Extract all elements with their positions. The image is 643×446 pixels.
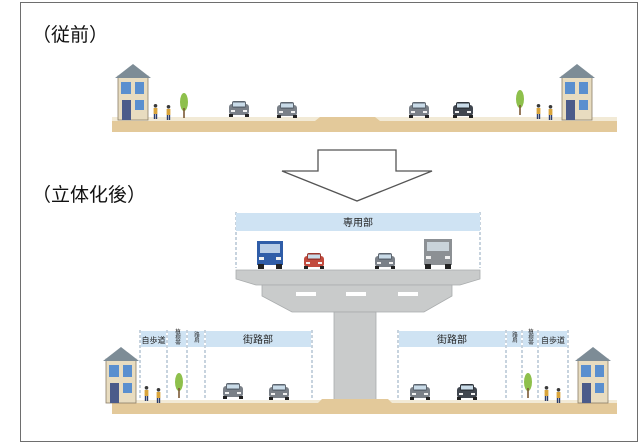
before-ground (112, 117, 617, 132)
after-label: （立体化後） (32, 184, 147, 206)
tree-icon (524, 373, 532, 398)
car-icon (453, 102, 473, 118)
planting-label-right: 植樹帯 (527, 328, 534, 347)
down-arrow-icon (281, 149, 433, 202)
before-section (112, 63, 617, 132)
car-icon (277, 102, 297, 118)
truck-icon (424, 239, 452, 269)
tree-icon (175, 373, 183, 398)
street-label-right: 街路部 (437, 333, 467, 346)
pedestrian-icon (144, 386, 149, 401)
viaduct-pier (333, 311, 377, 401)
shoulder-label-left: 路肩 (193, 330, 200, 344)
car-icon (304, 253, 324, 269)
planting-label-left: 植樹帯 (174, 328, 181, 347)
pedestrian-icon (153, 104, 158, 119)
before-label: （従前） (32, 24, 109, 46)
after-section: 専用部 自歩道 (102, 212, 617, 414)
exclusive-label: 専用部 (343, 216, 373, 229)
house-icon (574, 346, 612, 404)
sidewalk-label-right: 自歩道 (541, 335, 565, 345)
street-label-left: 街路部 (243, 333, 273, 346)
car-icon (223, 383, 243, 399)
truck-icon (257, 241, 283, 269)
viaduct-cap (261, 284, 453, 313)
house-icon (102, 346, 140, 404)
house-icon (114, 63, 152, 121)
viaduct-deck (235, 269, 481, 286)
car-icon (409, 102, 429, 118)
sidewalk-label-left: 自歩道 (142, 335, 166, 345)
car-icon (269, 384, 289, 400)
exclusive-band (236, 213, 480, 231)
pedestrian-icon (536, 104, 541, 119)
car-icon (375, 253, 395, 269)
tree-icon (516, 90, 524, 115)
car-icon (229, 101, 249, 117)
house-icon (558, 63, 596, 121)
figure-frame (20, 2, 638, 442)
shoulder-label-right: 路肩 (511, 330, 518, 344)
pedestrian-icon (544, 386, 549, 401)
car-icon (457, 384, 477, 400)
after-ground (112, 399, 617, 414)
tree-icon (180, 93, 188, 118)
car-icon (410, 384, 430, 400)
